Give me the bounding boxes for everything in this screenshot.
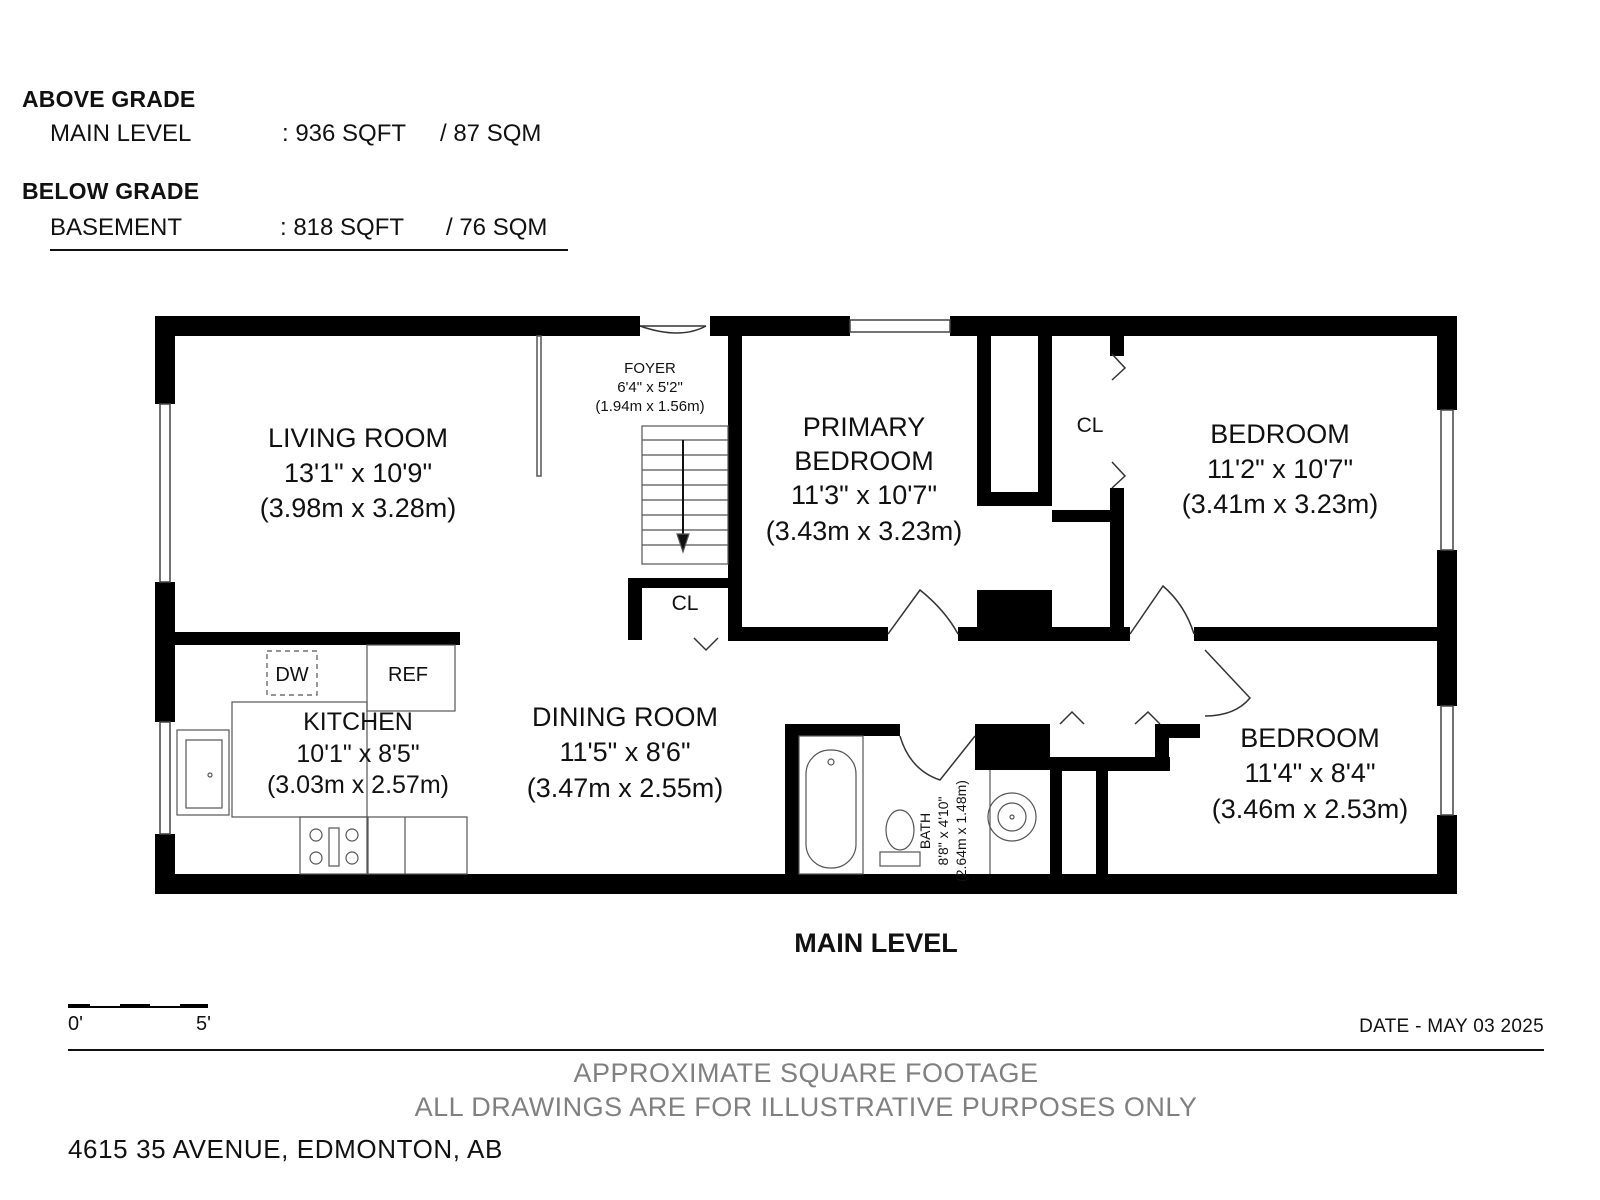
bedroom2-dim-metric: (3.46m x 2.53m) xyxy=(1212,794,1409,824)
bedroom2-name: BEDROOM xyxy=(1240,723,1380,753)
scale-end-label: 5' xyxy=(196,1013,211,1035)
primary-bedroom-name-2: BEDROOM xyxy=(794,446,934,476)
bedroom2-dim-imperial: 11'4" x 8'4" xyxy=(1244,758,1375,788)
main-level-label: MAIN LEVEL xyxy=(50,120,192,147)
primary-bedroom-dim-imperial: 11'3" x 10'7" xyxy=(791,480,937,510)
door-swings xyxy=(639,325,1252,781)
main-level-sqm: / 87 SQM xyxy=(440,120,542,147)
scale-start-label: 0' xyxy=(68,1013,83,1035)
foyer-dim-metric: (1.94m x 1.56m) xyxy=(595,398,704,415)
basement-label: BASEMENT xyxy=(50,214,183,241)
basement-sqft: : 818 SQFT xyxy=(280,214,405,241)
windows xyxy=(159,319,1454,835)
drawing-date: DATE - MAY 03 2025 xyxy=(1359,1016,1544,1037)
foyer-dim-imperial: 6'4" x 5'2" xyxy=(617,379,683,396)
bath-dim-imperial: 8'8" x 4'10" xyxy=(935,796,951,865)
foyer-closet-label: CL xyxy=(672,592,699,615)
living-room-dim-imperial: 13'1" x 10'9" xyxy=(284,458,432,488)
dining-room-dim-imperial: 11'5" x 8'6" xyxy=(559,737,690,767)
interior-walls xyxy=(175,316,1457,874)
main-level-sqft: : 936 SQFT xyxy=(282,120,407,147)
bath-name: BATH xyxy=(917,813,933,849)
property-address: 4615 35 AVENUE, EDMONTON, AB xyxy=(68,1134,503,1164)
bedroom-closet-label: CL xyxy=(1077,414,1104,437)
bedroom1-dim-metric: (3.41m x 3.23m) xyxy=(1182,489,1379,519)
basement-sqm: / 76 SQM xyxy=(446,214,548,241)
primary-bedroom-dim-metric: (3.43m x 3.23m) xyxy=(766,516,963,546)
living-room-name: LIVING ROOM xyxy=(268,423,448,453)
bath-fixtures xyxy=(798,735,1037,875)
bedroom1-dim-imperial: 11'2" x 10'7" xyxy=(1207,454,1353,484)
dishwasher-label: DW xyxy=(275,664,308,686)
stairs xyxy=(641,425,729,565)
kitchen-dim-metric: (3.03m x 2.57m) xyxy=(267,771,449,799)
kitchen-dim-imperial: 10'1" x 8'5" xyxy=(296,740,419,768)
header-underline xyxy=(50,249,568,251)
primary-bedroom-name-1: PRIMARY xyxy=(803,412,926,442)
disclaimer-line-2: ALL DRAWINGS ARE FOR ILLUSTRATIVE PURPOS… xyxy=(414,1092,1198,1122)
room-labels: LIVING ROOM 13'1" x 10'9" (3.98m x 3.28m… xyxy=(260,360,1409,882)
kitchen-name: KITCHEN xyxy=(303,708,413,736)
disclaimer-line-1: APPROXIMATE SQUARE FOOTAGE xyxy=(573,1058,1039,1088)
above-grade-heading: ABOVE GRADE xyxy=(22,86,196,112)
dining-room-name: DINING ROOM xyxy=(532,702,718,732)
foyer-name: FOYER xyxy=(624,360,676,377)
refrigerator-label: REF xyxy=(388,664,428,686)
dining-room-dim-metric: (3.47m x 2.55m) xyxy=(527,773,724,803)
scale-bar xyxy=(68,1004,208,1008)
bedroom1-name: BEDROOM xyxy=(1210,419,1350,449)
kitchen-fixtures xyxy=(176,644,468,875)
bath-dim-metric: (2.64m x 1.48m) xyxy=(953,780,969,882)
footer-divider xyxy=(68,1049,1544,1051)
plan-title: MAIN LEVEL xyxy=(794,928,958,958)
living-room-dim-metric: (3.98m x 3.28m) xyxy=(260,493,457,523)
below-grade-heading: BELOW GRADE xyxy=(22,178,200,204)
